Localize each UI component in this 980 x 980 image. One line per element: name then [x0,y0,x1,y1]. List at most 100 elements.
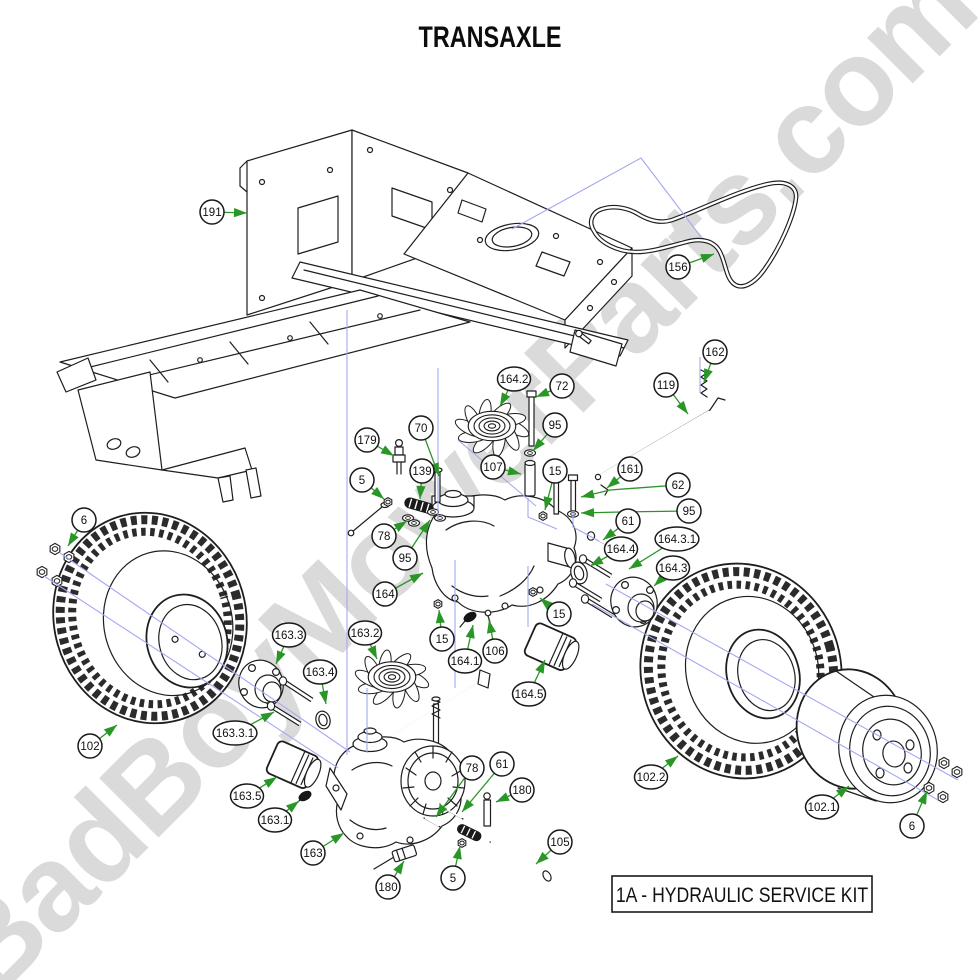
callout-label: 164.1 [451,656,480,668]
callout-bubble [654,526,700,552]
guide-lines [43,157,959,801]
callout-arrowhead [465,625,475,639]
callout-arrowhead [285,801,299,813]
callout-bubble [549,373,575,399]
callout-bubble [71,507,97,533]
callout-95: 95 [532,412,568,452]
callout-label: 164.3.1 [658,534,696,546]
callout-label: 78 [378,531,391,543]
callout-arrowhead [486,620,496,634]
callout-164.3.1: 164.3.1 [628,526,700,570]
callout-bubble [347,620,383,646]
cover-ribs [402,745,465,815]
callout-bubble [302,659,338,685]
callout-bubble [655,555,691,581]
callout-164: 164 [372,572,424,607]
callout-label: 163.1 [261,815,290,827]
callout-164.3: 164.3 [653,555,691,587]
callout-bubble [408,415,434,441]
lug-nut [937,790,949,804]
wheel-stud [568,578,603,603]
callout-arrowhead [371,487,384,499]
washer [401,514,415,522]
callout-106: 106 [482,619,508,664]
callout-163.4: 163.4 [302,659,338,705]
callout-bubble [633,764,669,790]
callout-label: 6 [81,515,87,527]
fan-hub [387,674,397,680]
callout-label: 163.4 [306,667,335,679]
callout-bubble [702,339,728,365]
callout-label: 163 [303,848,322,860]
callout-62: 62 [580,472,691,499]
callout-bubble [459,755,485,781]
callout-arrowhead [496,792,510,802]
callout-bubble [542,412,568,438]
callout-163.2: 163.2 [347,620,383,660]
callout-bubble [77,733,103,759]
callout-label: 5 [450,873,456,885]
callout-72: 72 [535,373,575,399]
callout-95: 95 [580,498,702,524]
callout-arrowhead [664,756,678,768]
callout-arrowhead [540,598,553,610]
callout-arrowhead [533,438,545,451]
callout-bubble [392,545,418,571]
callout-label: 163.3.1 [216,728,254,740]
callout-bubble [354,427,380,453]
callout-180: 180 [375,860,405,900]
callout-label: 107 [483,462,502,474]
left-wheel-opening [145,593,229,689]
lug-nut [49,542,61,556]
callout-bubble [349,467,375,493]
callout-label: 78 [466,763,479,775]
callout-arrowhead [276,650,286,664]
callout-arrowhead [835,786,849,798]
callout-arrowhead [436,803,448,817]
lug-nut [51,574,63,588]
wheel-stud [278,676,314,703]
callout-label: 15 [436,634,449,646]
callout-label: 162 [705,347,724,359]
callout-label: 161 [620,464,639,476]
callout-5: 5 [349,467,385,500]
service-kit-box: 1A - HYDRAULIC SERVICE KIT [611,875,873,913]
callout-15: 15 [539,597,572,627]
callout-label: 139 [412,466,431,478]
callout-15: 15 [542,458,568,511]
callout-arrowhead [500,392,511,406]
callout-bubble [429,626,455,652]
callout-label: 156 [668,262,687,274]
callout-bubble [509,777,535,803]
callout-arrowhead [260,712,274,723]
washer [523,449,537,457]
callout-label: 5 [359,475,365,487]
callout-bubble [300,840,326,866]
callout-label: 61 [496,759,509,771]
callout-163.3: 163.3 [271,622,307,665]
page-title: TRANSAXLE [419,20,562,53]
callout-bubble [804,794,840,820]
callout-bubble [899,813,925,839]
left-wheel-hub [238,659,284,709]
callout-arrowhead [603,528,617,540]
callout-bubble [542,458,568,484]
callout-label: 70 [415,423,428,435]
callout-label: 95 [549,420,562,432]
callout-arrowhead [103,725,117,737]
callout-arrowhead [700,254,714,263]
hex-nut [433,598,443,610]
lower-transaxle [325,669,491,849]
callout-107: 107 [480,454,522,480]
callout-label: 119 [657,380,675,392]
callout-95: 95 [392,519,431,571]
lug-nut [923,781,935,795]
callout-label: 179 [357,435,376,447]
callout-label: 164 [375,589,395,601]
oil-filter-right [523,622,580,671]
fan-hub [487,423,497,429]
callout-label: 164.5 [515,689,544,701]
callout-leader [580,484,679,498]
